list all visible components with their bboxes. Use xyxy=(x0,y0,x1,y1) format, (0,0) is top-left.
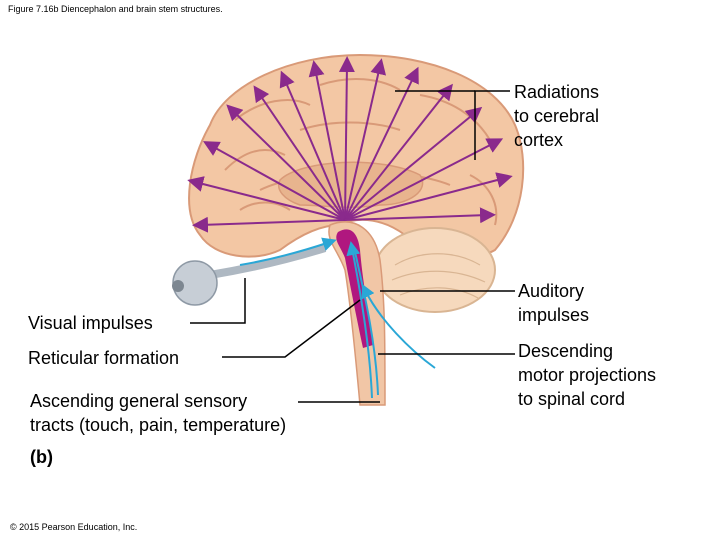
label-descending: Descending motor projections to spinal c… xyxy=(518,341,657,409)
label-reticular: Reticular formation xyxy=(28,348,180,368)
label-radiations: Radiations to cerebral cortex xyxy=(514,82,600,150)
thalamus xyxy=(278,161,424,208)
part-label: (b) xyxy=(30,447,53,467)
radiation-arrows xyxy=(187,56,513,233)
eye-pupil xyxy=(172,280,184,292)
figure-caption: Figure 7.16b Diencephalon and brain stem… xyxy=(8,4,223,14)
optic-nerve xyxy=(209,244,327,279)
copyright: © 2015 Pearson Education, Inc. xyxy=(10,522,138,532)
cerebellum-folia xyxy=(391,253,486,299)
label-auditory: Auditory impulses xyxy=(518,281,590,325)
label-visual: Visual impulses xyxy=(28,313,153,333)
sensory-arrows xyxy=(239,237,436,399)
cerebellum xyxy=(374,227,496,313)
label-ascending: Ascending general sensory tracts (touch,… xyxy=(30,391,287,435)
leader-lines xyxy=(190,90,515,403)
